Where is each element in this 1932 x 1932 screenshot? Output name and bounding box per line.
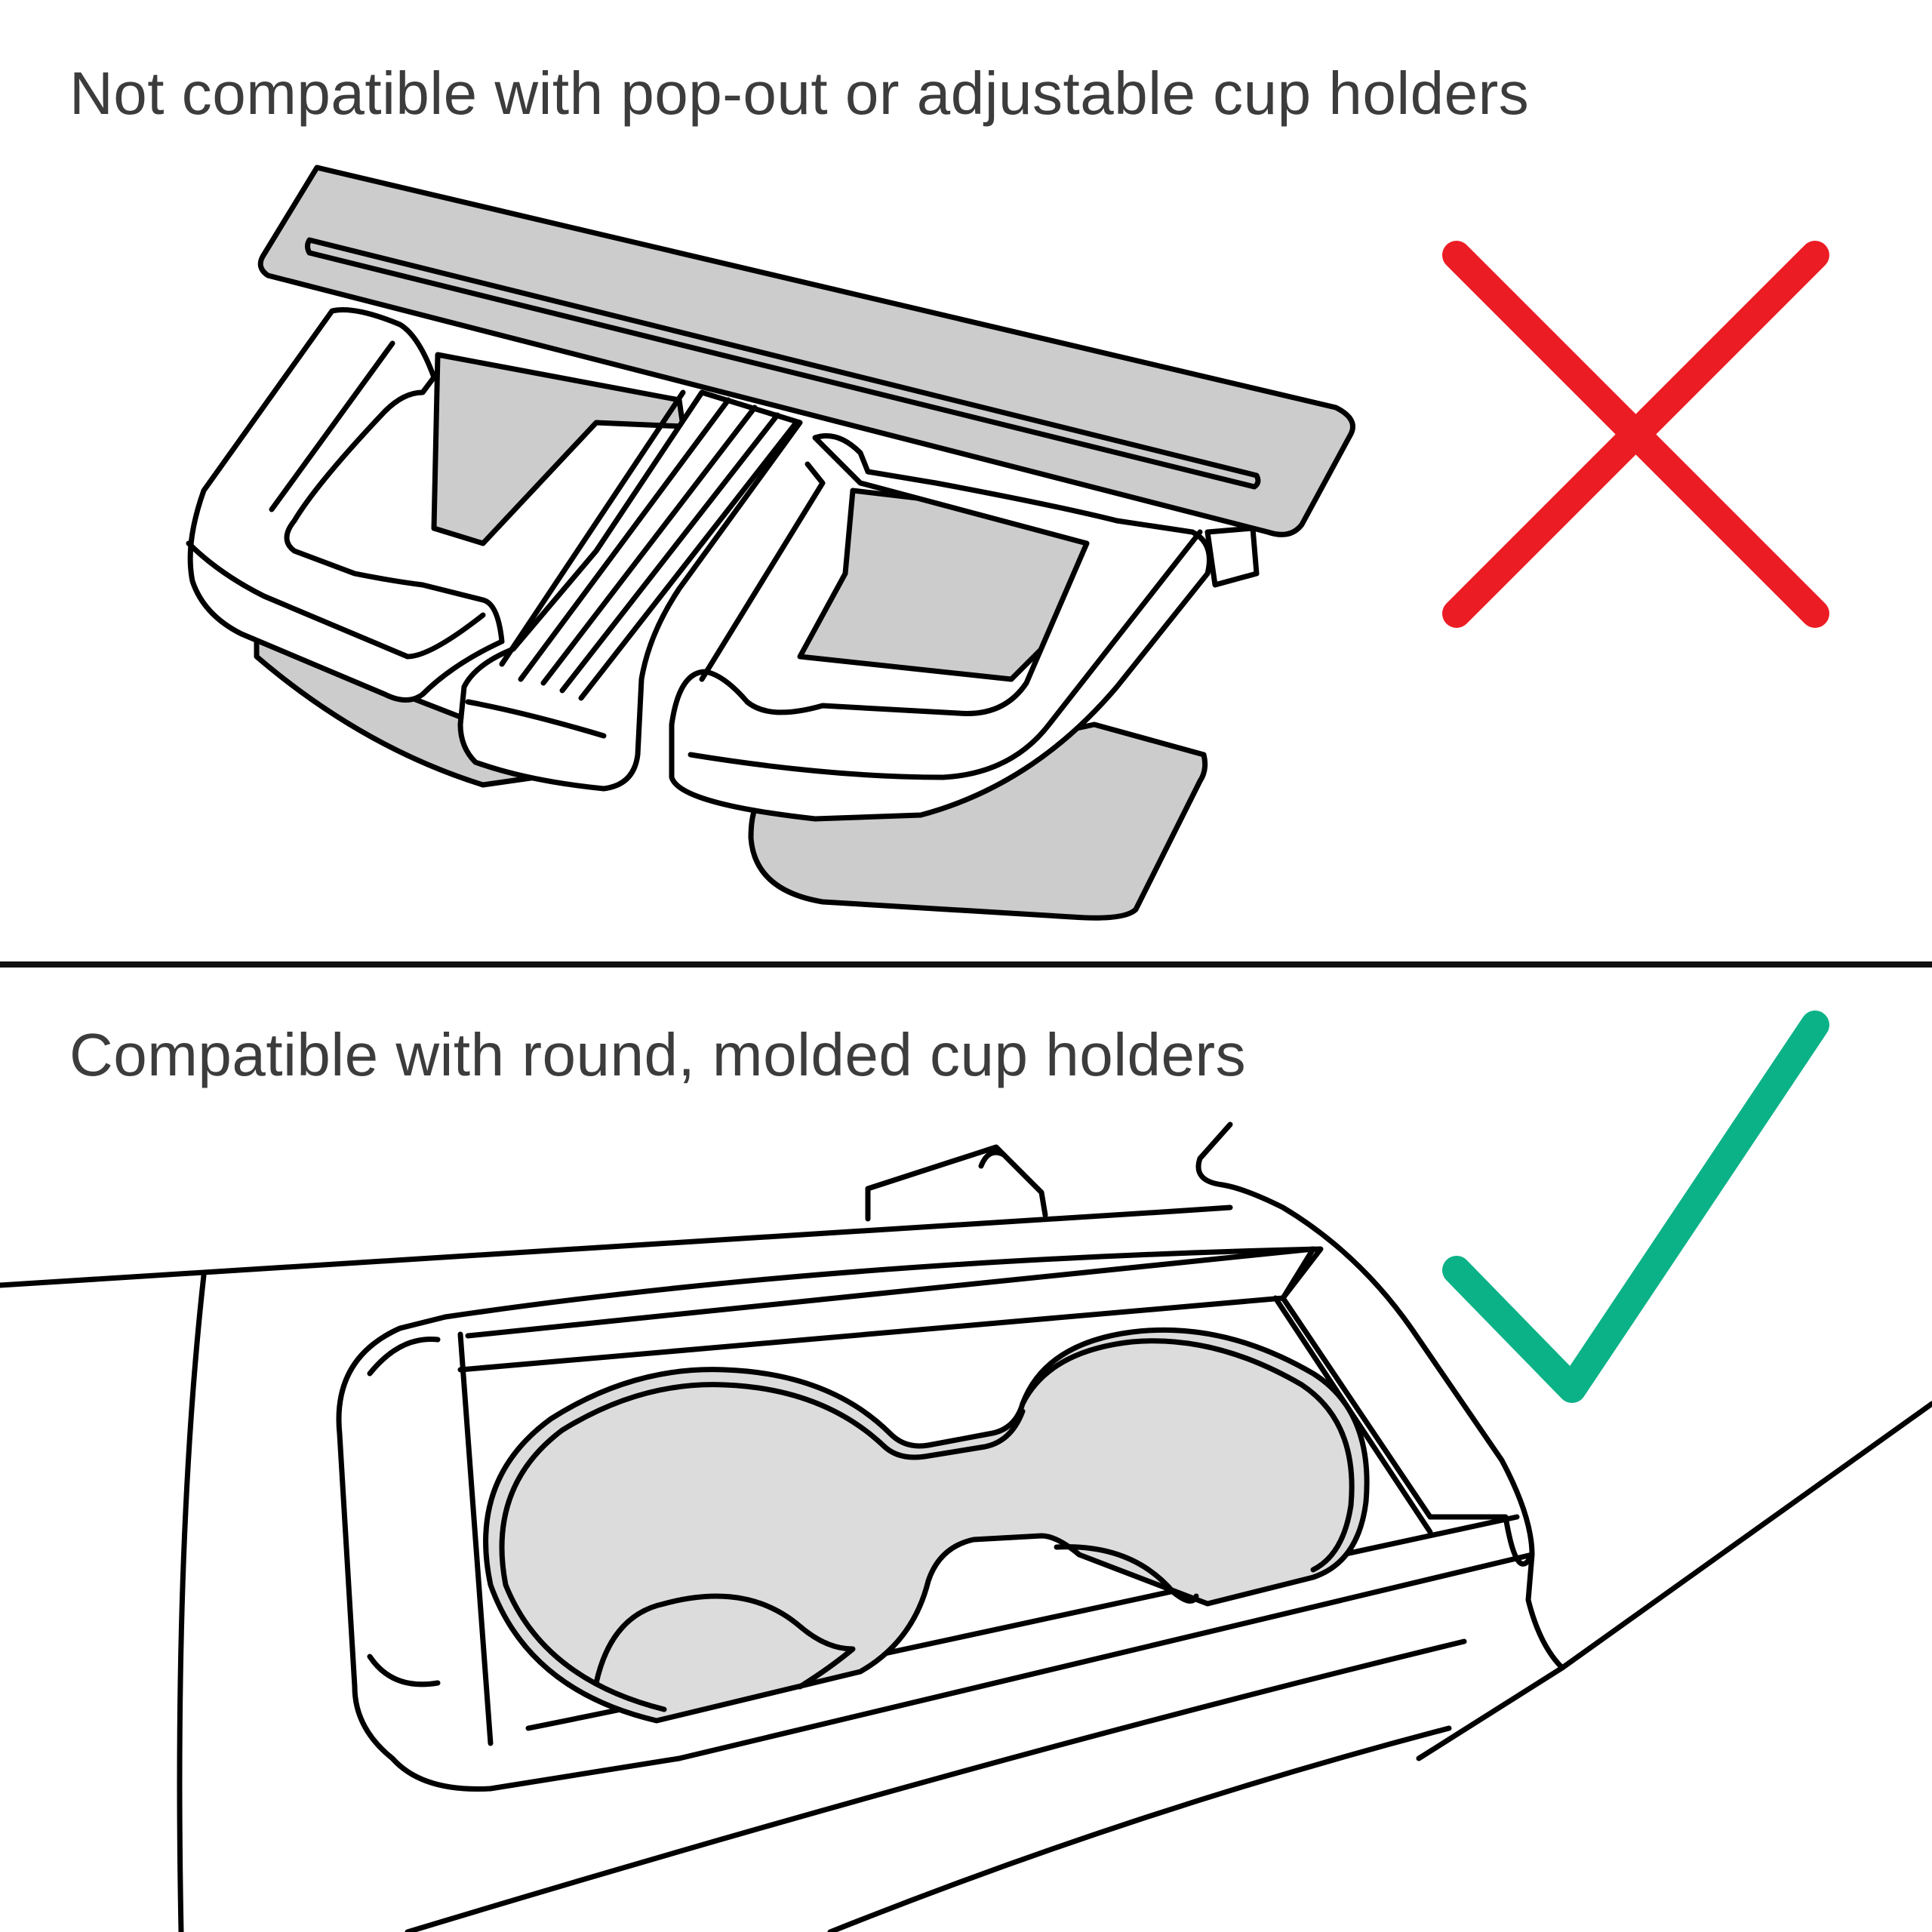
console-side [1195,1121,1932,1671]
section-divider [0,961,1932,968]
heading-incompatible: Not compatible with pop-out or adjustabl… [69,60,1530,127]
cup-well-floor-left [593,1593,856,1690]
cup-well-floor-right [1054,1544,1199,1604]
right-tray [748,721,1208,921]
molded-cup-wells [483,1327,1370,1724]
dash-edge [0,1204,1233,1288]
right-ring-arm [669,433,1212,822]
heading-compatible: Compatible with round, molded cup holder… [69,1021,1247,1088]
top-bar-groove [305,237,1261,490]
left-ring-arm [187,306,505,703]
right-end-cap [1204,525,1260,588]
shifter-base [865,1144,1048,1222]
